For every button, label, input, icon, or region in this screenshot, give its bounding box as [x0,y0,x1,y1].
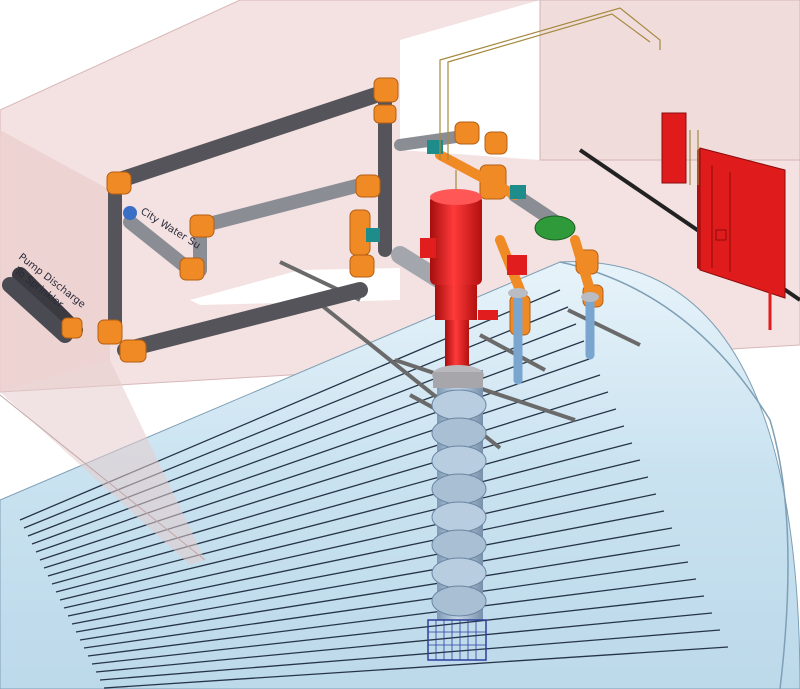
gate-valve-right [510,185,526,199]
tank-rib-line [87,578,697,657]
tank-rib-line [75,527,673,633]
pump-bowl [431,501,487,533]
pump-column [427,370,487,661]
dark-pipes [2,84,393,358]
fire-pump-controller [661,112,786,330]
tank-rib-line [103,646,729,689]
check-valve [534,215,576,241]
pump-bowl [431,389,487,421]
tank-rib-line [95,612,713,673]
room-floor-edge [0,360,206,565]
tank-rib-line [59,459,641,601]
tank-rib-line [67,493,657,617]
gate-valve-left [366,228,380,242]
strainer-mesh [428,620,486,660]
tank-rib-line [39,374,601,561]
tank-rib-line [27,323,577,537]
relief-valve [507,255,527,275]
pump-strainer [427,619,487,661]
tank-rib-line [31,340,585,545]
tank-rib-line [83,561,689,649]
tank-rib-line [63,476,649,609]
tank-rib-lines [19,289,729,689]
pump-bowl [431,529,487,561]
pump-bowls [431,389,487,617]
tank-rib-line [71,510,665,625]
gate-valve-upper [427,140,443,154]
pump-bowl [431,557,487,589]
fire-pump-head [420,189,498,388]
city-water-valve [123,206,137,220]
pump-bowl [431,585,487,617]
tank-rib-line [51,425,625,585]
tank-rib-line [47,408,617,577]
tank-rib-line [35,357,593,553]
water-storage-tank [0,261,800,689]
drain-pipes [508,288,599,385]
tank-rib-line [43,391,609,569]
tank-rib-line [55,442,633,593]
pump-bowl [431,445,487,477]
pump-bowl [431,473,487,505]
valves [123,140,576,275]
room-walls [0,0,800,393]
control-wiring [439,7,661,190]
tank-rib-line [99,629,721,681]
tank-rib-line [79,544,681,641]
tank-rib-line [91,595,705,665]
pump-bowl [431,417,487,449]
